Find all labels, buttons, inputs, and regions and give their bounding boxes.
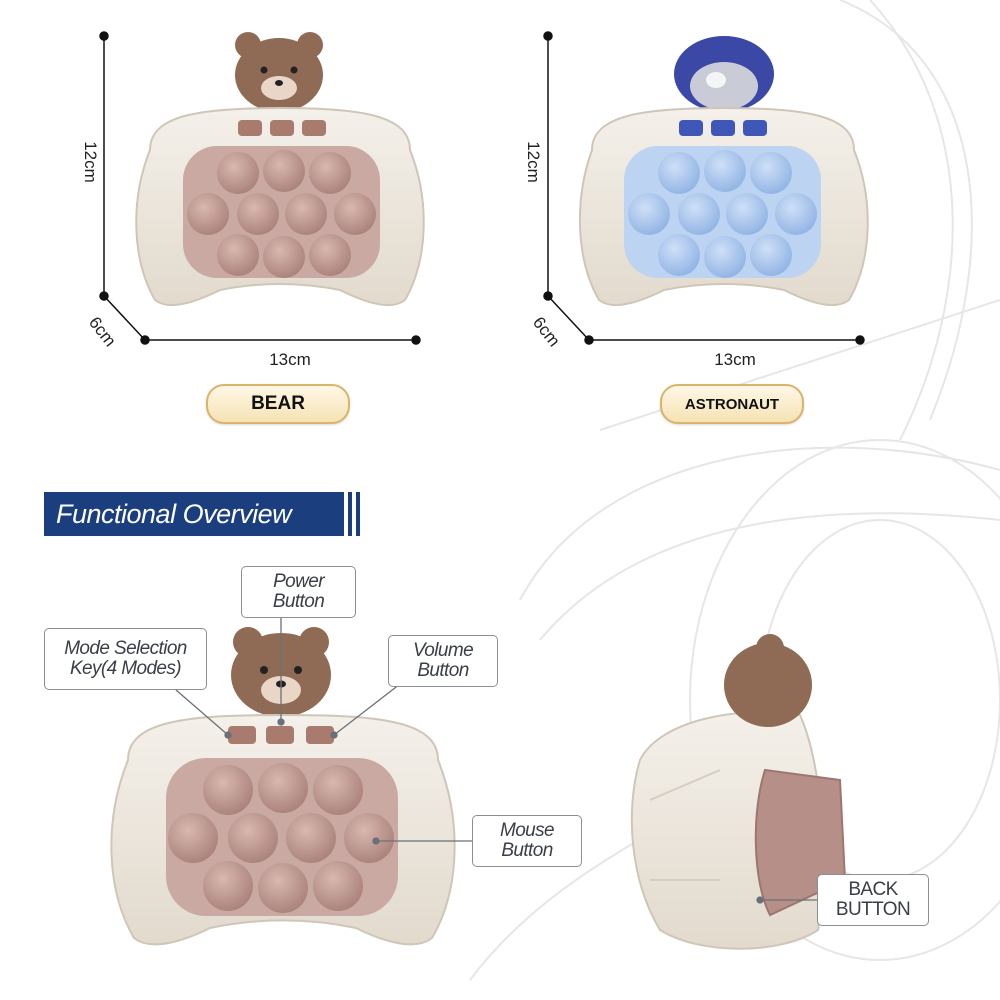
power-callout-line1: Power [273,571,324,592]
power-callout-line2: Button [272,591,325,612]
product-name-astronaut: ASTRONAUT [660,384,804,424]
title-accent-bar-1 [348,492,352,536]
title-accent-bar-2 [356,492,360,536]
mode-callout-line1: Mode Selection [64,638,187,659]
width-label-astronaut: 13cm [714,350,756,369]
back-callout-line1: BACK [848,879,898,900]
product-name-bear: BEAR [206,384,350,424]
functional-overview-title: Functional Overview [44,492,344,536]
width-label-bear: 13cm [269,350,311,369]
volume-callout-line2: Button [417,660,469,681]
mouse-callout-line2: Button [501,840,553,861]
back-callout-line2: BUTTON [835,899,911,920]
mode-callout-line2: Key(4 Modes) [69,658,182,679]
volume-callout-line1: Volume [412,640,474,661]
mouse-callout-line1: Mouse [499,820,555,841]
